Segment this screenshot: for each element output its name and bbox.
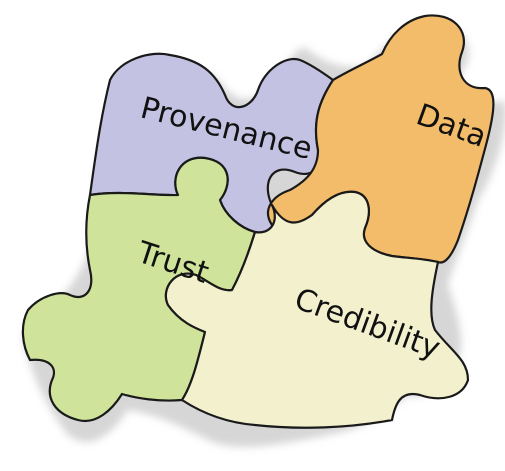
puzzle-piece-credibility [164, 190, 470, 429]
